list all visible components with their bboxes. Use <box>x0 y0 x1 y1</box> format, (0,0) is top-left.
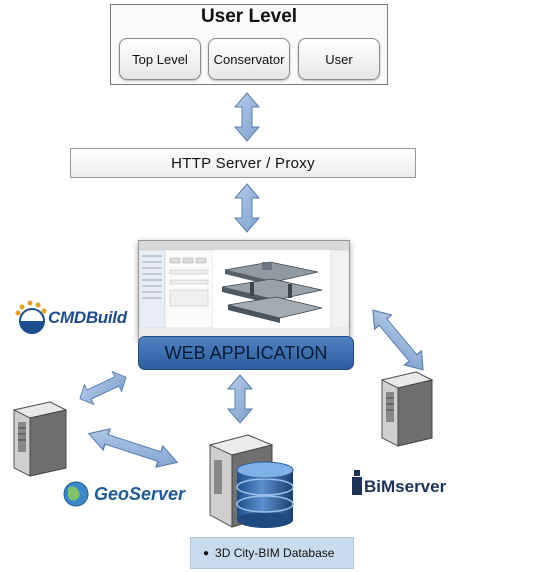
web-application-label: WEB APPLICATION <box>138 336 354 370</box>
webapp-screenshot-image <box>138 241 350 338</box>
double-arrow-icon <box>363 302 433 378</box>
user-level-box: User Level Top Level Conservator User <box>110 4 388 85</box>
cmdbuild-logo-icon <box>15 300 47 334</box>
geoserver-logo-text: GeoServer <box>94 484 186 504</box>
cmdbuild-logo: CMDBuild <box>48 308 127 328</box>
double-arrow-icon <box>234 183 260 233</box>
bimserver-logo-text: BiMserver <box>364 477 447 496</box>
bimserver-logo-icon <box>352 470 362 495</box>
server-icon <box>380 371 434 447</box>
bullet-icon: ● <box>203 547 210 559</box>
server-icon <box>12 401 68 477</box>
double-arrow-icon <box>74 366 132 410</box>
http-server-proxy: HTTP Server / Proxy <box>70 148 416 178</box>
user-level-title: User Level <box>200 6 298 27</box>
database-label: ● 3D City-BIM Database <box>190 537 354 569</box>
cmdbuild-logo-text: CMDBuild <box>48 308 127 327</box>
role-user: User <box>298 38 380 80</box>
webapp-screenshot-frame <box>138 240 350 340</box>
double-arrow-icon <box>227 374 253 424</box>
database-icon <box>208 434 294 528</box>
double-arrow-icon <box>84 422 182 474</box>
double-arrow-icon <box>234 92 260 142</box>
geoserver-logo-icon <box>63 481 89 507</box>
role-top-level: Top Level <box>119 38 201 80</box>
role-conservator: Conservator <box>208 38 290 80</box>
database-label-text: 3D City-BIM Database <box>215 546 335 560</box>
